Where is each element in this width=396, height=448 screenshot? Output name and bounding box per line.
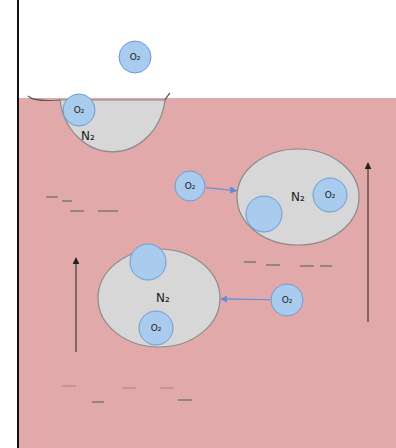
- bubble-label: N₂: [156, 292, 170, 304]
- diffusion-arrow: [221, 298, 270, 300]
- rise-arrow: [76, 258, 77, 352]
- molecule-label: O₂: [325, 191, 336, 200]
- molecule-label: O₂: [282, 296, 293, 305]
- diffusion-arrow: [206, 188, 237, 191]
- nitrogen-bubble: N₂ O₂: [28, 92, 170, 162]
- molecule-label: O₂: [185, 182, 196, 191]
- oxygen-molecule: O₂: [138, 310, 174, 346]
- molecule-label: O₂: [130, 53, 141, 62]
- rise-arrow: [368, 163, 369, 322]
- oxygen-molecule: [246, 196, 282, 232]
- bubble-label: N₂: [291, 191, 305, 203]
- oxygen-molecule: O₂: [312, 177, 348, 213]
- oxygen-molecule: [130, 244, 166, 280]
- molecule-label: O₂: [74, 106, 85, 115]
- liquid: [18, 98, 396, 448]
- oxygen-molecule: O₂: [270, 283, 304, 317]
- bubble-label: N₂: [81, 130, 95, 142]
- nitrogen-bubble: N₂ O₂: [97, 248, 221, 348]
- container-wall: [17, 0, 19, 448]
- liquid-dashes-faint: [62, 386, 174, 388]
- bubble-outline: [28, 92, 170, 162]
- oxygen-molecule: O₂: [174, 170, 206, 202]
- molecule-label: O₂: [151, 324, 162, 333]
- oxygen-molecule: O₂: [62, 93, 96, 127]
- oxygen-molecule: O₂: [118, 40, 152, 74]
- nitrogen-bubble: N₂ O₂: [236, 148, 360, 246]
